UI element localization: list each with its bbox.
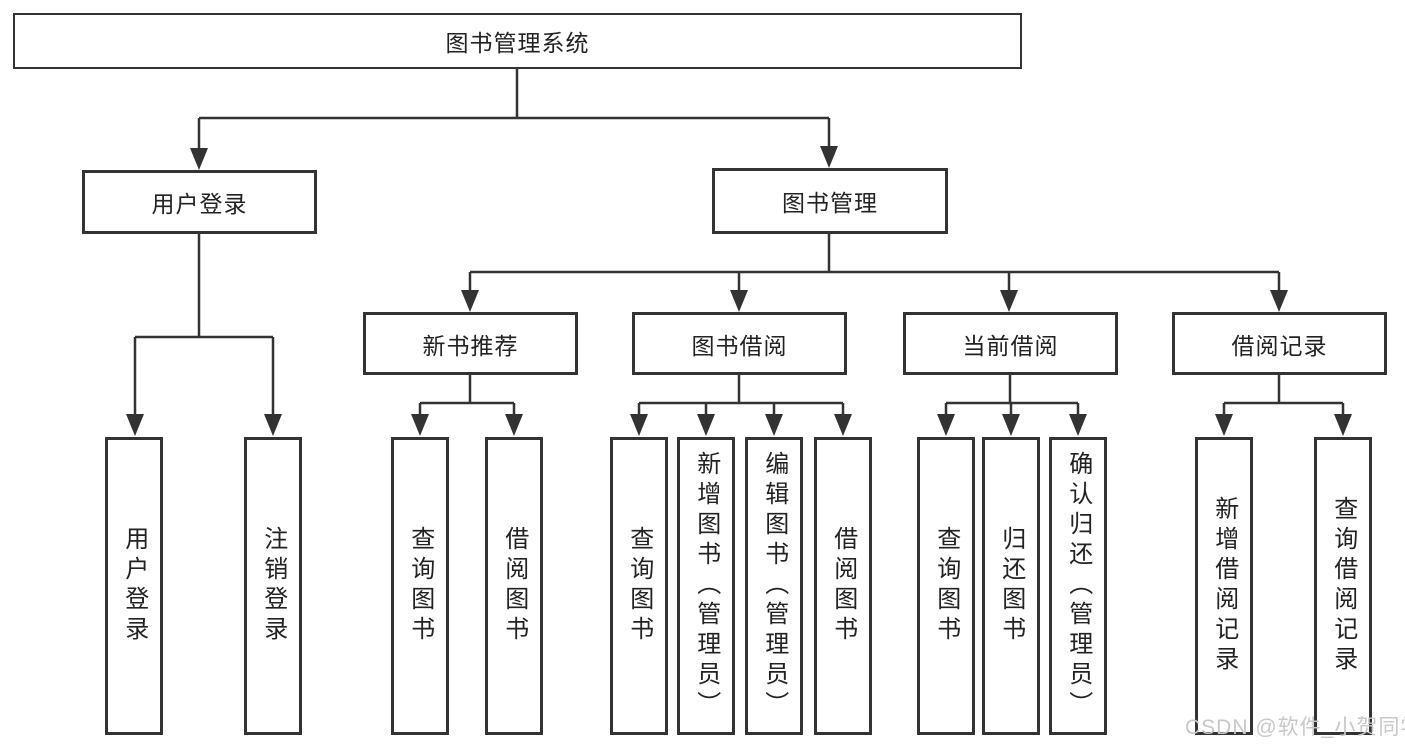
leaf-label: 查询图书: [406, 526, 434, 646]
leaf-label: 编辑图书（管理员）: [760, 451, 788, 721]
connector-user-login-children: [126, 234, 282, 436]
arrowhead-icon: [1000, 290, 1018, 312]
node-leaf-query-borrow-record: 查询借阅记录: [1314, 437, 1372, 735]
arrowhead-icon: [730, 290, 748, 312]
connector-book-management-children: [461, 234, 1288, 312]
csdn-watermark: CSDN @软件_小贺同学: [1185, 716, 1405, 739]
connector-current-borrow-children: [937, 375, 1087, 436]
arrowhead-icon: [697, 414, 715, 436]
node-new-book-recommend: 新书推荐: [363, 312, 578, 375]
node-leaf-query-books-current: 查询图书: [917, 437, 975, 735]
node-book-management: 图书管理: [712, 168, 948, 234]
connector-root-to-level2: [190, 69, 838, 170]
node-leaf-query-books-borrow: 查询图书: [610, 437, 668, 735]
arrowhead-icon: [937, 414, 955, 436]
leaf-label: 查询图书: [932, 526, 960, 646]
connector-new-book-children: [411, 375, 523, 436]
leaf-label: 用户登录: [120, 526, 148, 646]
leaf-label: 确认归还（管理员）: [1064, 451, 1092, 721]
arrowhead-icon: [264, 414, 282, 436]
arrowhead-icon: [505, 414, 523, 436]
leaf-label: 新增借阅记录: [1210, 496, 1238, 676]
arrowhead-icon: [461, 290, 479, 312]
arrowhead-icon: [1215, 414, 1233, 436]
node-book-borrow: 图书借阅: [632, 312, 847, 375]
node-leaf-borrow-books-recommend: 借阅图书: [485, 437, 543, 735]
arrowhead-icon: [411, 414, 429, 436]
node-borrow-records: 借阅记录: [1172, 312, 1387, 375]
arrowhead-icon: [834, 414, 852, 436]
connector-book-borrow-children: [630, 375, 852, 436]
connector-borrow-records-children: [1215, 375, 1352, 436]
arrowhead-icon: [126, 414, 144, 436]
node-leaf-edit-book-admin: 编辑图书（管理员）: [745, 437, 803, 735]
leaf-label: 查询借阅记录: [1329, 496, 1357, 676]
arrowhead-icon: [1069, 414, 1087, 436]
arrowhead-icon: [190, 148, 208, 170]
node-leaf-borrow-books: 借阅图书: [814, 437, 872, 735]
node-root-library-system: 图书管理系统: [13, 13, 1022, 69]
leaf-label: 借阅图书: [829, 526, 857, 646]
node-leaf-confirm-return-admin: 确认归还（管理员）: [1049, 437, 1107, 735]
node-leaf-add-borrow-record: 新增借阅记录: [1195, 437, 1253, 735]
node-current-borrow: 当前借阅: [903, 312, 1118, 375]
arrowhead-icon: [630, 414, 648, 436]
arrowhead-icon: [1002, 414, 1020, 436]
node-leaf-return-books: 归还图书: [982, 437, 1040, 735]
arrowhead-icon: [765, 414, 783, 436]
node-leaf-user-login: 用户登录: [105, 437, 163, 735]
node-leaf-query-books-recommend: 查询图书: [391, 437, 449, 735]
leaf-label: 注销登录: [259, 526, 287, 646]
node-leaf-add-book-admin: 新增图书（管理员）: [677, 437, 735, 735]
arrowhead-icon: [1270, 290, 1288, 312]
arrowhead-icon: [820, 146, 838, 168]
arrowhead-icon: [1334, 414, 1352, 436]
leaf-label: 归还图书: [997, 526, 1025, 646]
leaf-label: 查询图书: [625, 526, 653, 646]
node-leaf-logout: 注销登录: [244, 437, 302, 735]
leaf-label: 借阅图书: [500, 526, 528, 646]
node-user-login: 用户登录: [82, 170, 317, 234]
leaf-label: 新增图书（管理员）: [692, 451, 720, 721]
